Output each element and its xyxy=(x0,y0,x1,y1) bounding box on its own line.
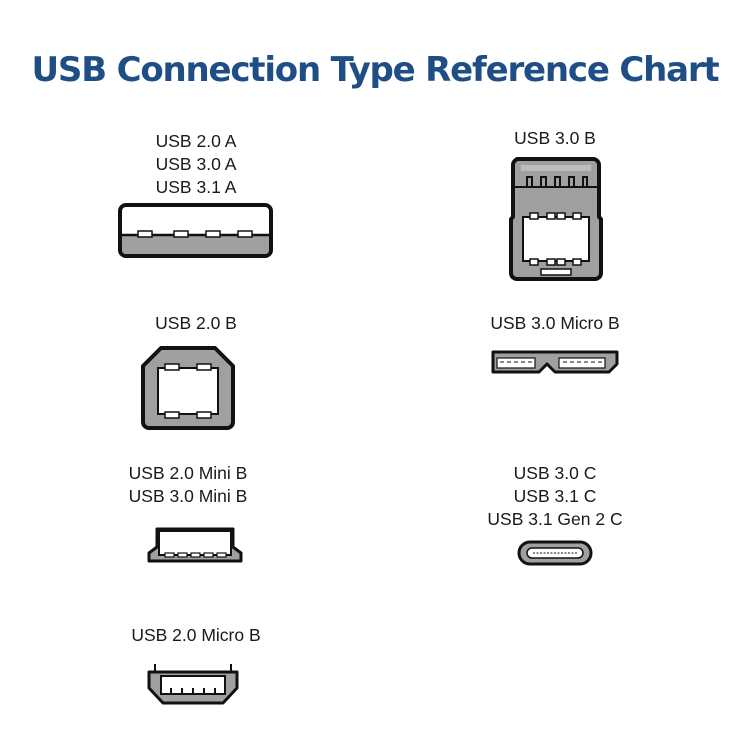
label-line: USB 2.0 B xyxy=(155,313,237,333)
usb-mini-b-label: USB 2.0 Mini B USB 3.0 Mini B xyxy=(88,462,288,508)
usb-3-b-label: USB 3.0 B xyxy=(455,127,655,150)
usb-2-micro-b-label: USB 2.0 Micro B xyxy=(96,624,296,647)
usb-a-port-icon xyxy=(118,203,273,258)
label-line: USB 3.0 C xyxy=(513,463,597,483)
label-line: USB 3.1 A xyxy=(155,177,237,197)
label-line: USB 2.0 Mini B xyxy=(128,463,248,483)
label-line: USB 3.0 Mini B xyxy=(128,486,248,506)
label-line: USB 3.0 B xyxy=(514,128,596,148)
label-line: USB 2.0 A xyxy=(155,131,237,151)
usb-3-b-port-icon xyxy=(509,157,603,281)
usb-c-port-icon xyxy=(517,540,593,566)
usb-mini-b-port-icon xyxy=(147,527,243,563)
usb-c-label: USB 3.0 C USB 3.1 C USB 3.1 Gen 2 C xyxy=(455,462,655,531)
page-title: USB Connection Type Reference Chart xyxy=(31,50,720,90)
usb-3-micro-b-label: USB 3.0 Micro B xyxy=(455,312,655,335)
label-line: USB 3.0 A xyxy=(155,154,237,174)
usb-a-label: USB 2.0 A USB 3.0 A USB 3.1 A xyxy=(96,130,296,199)
usb-2-b-port-icon xyxy=(141,346,235,430)
label-line: USB 2.0 Micro B xyxy=(131,625,261,645)
label-line: USB 3.1 Gen 2 C xyxy=(487,509,623,529)
usb-3-micro-b-port-icon xyxy=(491,350,619,374)
label-line: USB 3.0 Micro B xyxy=(490,313,620,333)
usb-2-b-label: USB 2.0 B xyxy=(96,312,296,335)
label-line: USB 3.1 C xyxy=(513,486,597,506)
usb-2-micro-b-port-icon xyxy=(147,664,239,705)
